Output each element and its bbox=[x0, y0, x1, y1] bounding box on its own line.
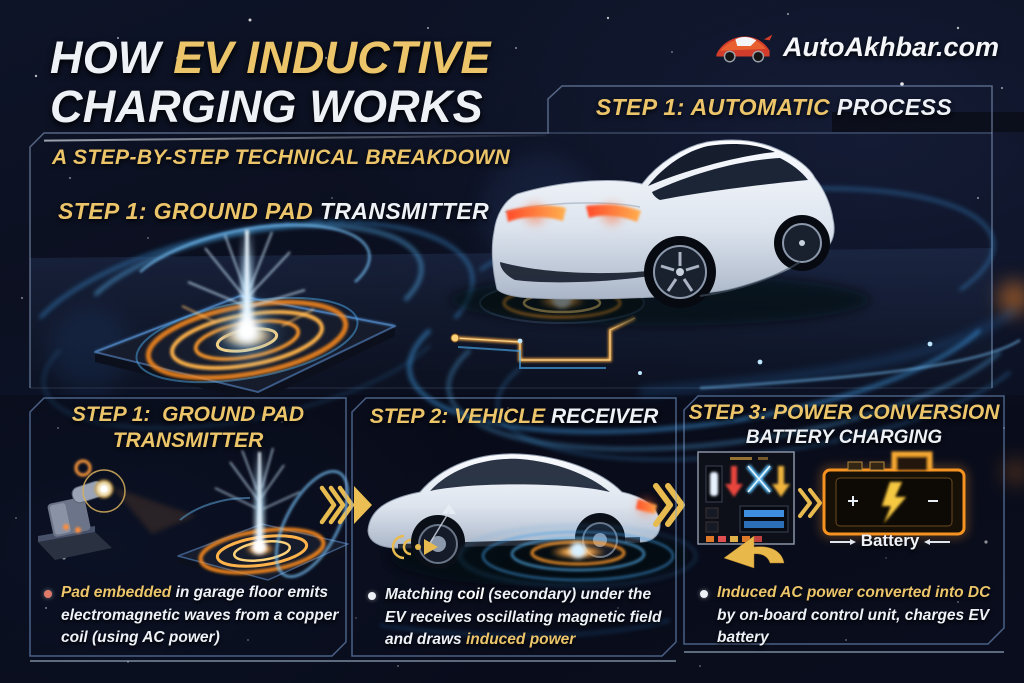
panel1-transmitter-illustration bbox=[38, 447, 349, 588]
blue-x-icon bbox=[746, 464, 772, 494]
lightning-icon bbox=[881, 481, 907, 524]
bullet-dot bbox=[368, 592, 376, 600]
panel2-car bbox=[367, 453, 661, 569]
panel1-heading: STEP 1: GROUND PAD TRANSMITTER bbox=[71, 403, 305, 452]
chevrons-right-icon-inner bbox=[798, 488, 822, 518]
gauge-bar bbox=[710, 472, 718, 496]
panel2-bullet: Matching coil (secondary) under the EV r… bbox=[368, 584, 668, 652]
chevrons-right-icon-a bbox=[319, 485, 372, 525]
panel3-heading: STEP 3: POWER CONVERSION BATTERY CHARGIN… bbox=[688, 401, 1000, 448]
receiver-signal-icon bbox=[391, 534, 438, 560]
battery-terminal bbox=[891, 451, 933, 470]
page-subtitle: A STEP-BY-STEP TECHNICAL BREAKDOWN bbox=[52, 146, 511, 169]
title-line-2: CHARGING WORKS bbox=[50, 81, 483, 132]
gold-down-arrow-icon bbox=[772, 466, 790, 497]
panel1-bullet: Pad embedded in garage floor emits elect… bbox=[44, 582, 340, 650]
scene-label-ground-pad: STEP 1: GROUND PAD TRANSMITTER bbox=[58, 198, 490, 224]
annotation-pointer bbox=[429, 504, 456, 544]
car-logo-icon bbox=[716, 34, 773, 63]
main-car-illustration bbox=[450, 139, 870, 326]
scene-floor bbox=[30, 248, 992, 390]
panel1-bullet-text: Pad embedded in garage floor emits elect… bbox=[61, 584, 343, 646]
ground-pad-illustration bbox=[94, 225, 396, 402]
under-car-pad bbox=[479, 282, 645, 324]
conversion-return-arrow-icon bbox=[723, 535, 785, 569]
panel2-bullet-text: Matching coil (secondary) under the EV r… bbox=[385, 586, 666, 648]
brand-logo: AutoAkhbar.com bbox=[712, 28, 999, 66]
panel3-bullet-text: Induced AC power converted into DC by on… bbox=[717, 584, 995, 646]
charging-cable bbox=[450, 316, 636, 369]
car-back-arc bbox=[479, 186, 995, 292]
orange-ring-icon bbox=[74, 459, 92, 477]
battery-label: Battery bbox=[860, 531, 920, 550]
panel2-heading: STEP 2: VEHICLE RECEIVER bbox=[369, 405, 659, 428]
button-row bbox=[706, 536, 762, 542]
control-unit bbox=[697, 451, 795, 545]
glow-lines bbox=[30, 650, 1004, 663]
title-divider bbox=[44, 134, 546, 142]
bullet-dot bbox=[700, 590, 708, 598]
brand-name: AutoAkhbar.com bbox=[783, 31, 1000, 62]
page-title: HOW EV INDUCTIVE CHARGING WORKS bbox=[50, 33, 491, 131]
chevrons-right-icon-b bbox=[653, 483, 685, 527]
plus-mark bbox=[848, 496, 858, 506]
red-down-arrow-icon bbox=[725, 466, 743, 497]
banner-step1-automatic-process: STEP 1: AUTOMATIC PROCESS bbox=[595, 94, 953, 120]
panel3-bullet: Induced AC power converted into DC by on… bbox=[700, 582, 1002, 650]
projector-robot bbox=[38, 469, 126, 560]
title-line-1: HOW EV INDUCTIVE bbox=[50, 32, 491, 83]
transmitter-field-arcs bbox=[38, 220, 475, 429]
bullet-dot bbox=[44, 590, 52, 598]
